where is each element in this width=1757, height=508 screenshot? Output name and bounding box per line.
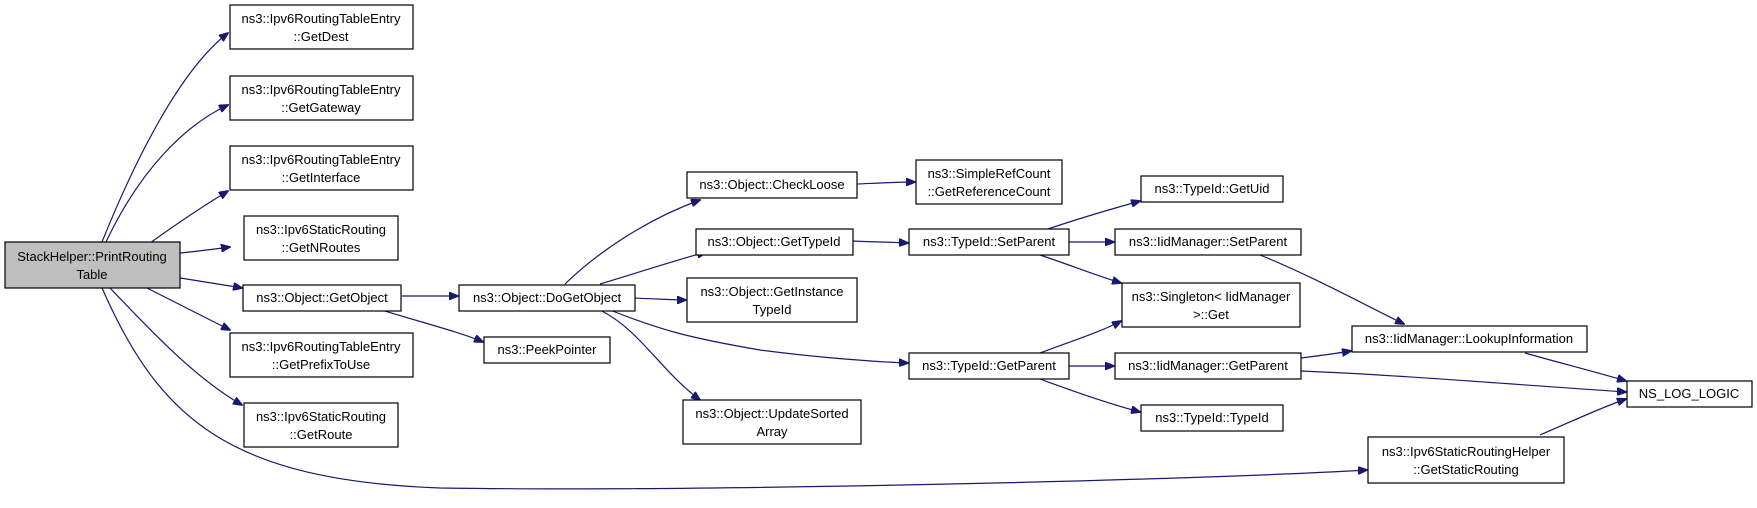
node-label-line1: ns3::Ipv6RoutingTableEntry — [242, 152, 401, 167]
node-label-line2: Array — [756, 424, 788, 439]
edge-dogetobject-objgettypeid — [599, 252, 706, 285]
edge-iidgetparent-lookup — [1300, 351, 1351, 359]
node-label-line1: ns3::Ipv6StaticRoutingHelper — [1382, 444, 1551, 459]
node-label-line1: ns3::Ipv6StaticRouting — [256, 409, 386, 424]
node-label-line1: ns3::Object::GetInstance — [700, 284, 843, 299]
edge-root-getobject — [179, 277, 242, 288]
node-label-line2: ::GetDest — [294, 29, 349, 44]
node-label-line1: ns3::IidManager::SetParent — [1129, 234, 1288, 249]
node-label-line1: ns3::Object::UpdateSorted — [695, 406, 848, 421]
node-label-line2: ::GetNRoutes — [282, 240, 361, 255]
edge-dogetobject-tgetparent — [609, 309, 908, 363]
node-label-line1: ns3::TypeId::GetUid — [1155, 181, 1270, 196]
edge-root-getinterface — [149, 191, 228, 244]
edge-root-getdest — [101, 33, 228, 243]
node-typeid-getparent[interactable]: ns3::TypeId::GetParent — [908, 352, 1070, 380]
node-label-line2: TypeId — [752, 302, 791, 317]
node-label-line1: ns3::Object::CheckLoose — [699, 177, 844, 192]
node-label-line1: ns3::TypeId::TypeId — [1155, 410, 1268, 425]
edge-setparent-singleton — [1039, 254, 1121, 283]
node-label-line1: ns3::Ipv6StaticRouting — [256, 222, 386, 237]
node-getinterface[interactable]: ns3::Ipv6RoutingTableEntry ::GetInterfac… — [229, 145, 414, 191]
node-getprefixtouse[interactable]: ns3::Ipv6RoutingTableEntry ::GetPrefixTo… — [229, 332, 414, 378]
edge-getstaticrouting-nslog — [1539, 399, 1626, 436]
node-lookupinformation[interactable]: ns3::IidManager::LookupInformation — [1351, 325, 1588, 353]
node-label-line2: ::GetStaticRouting — [1413, 462, 1519, 477]
node-label-line1: ns3::Singleton< IidManager — [1132, 289, 1291, 304]
node-getobject[interactable]: ns3::Object::GetObject — [242, 284, 402, 312]
node-peekpointer[interactable]: ns3::PeekPointer — [483, 336, 611, 364]
edge-root-getprefixtouse — [144, 286, 230, 330]
node-label-line2: ::GetPrefixToUse — [272, 357, 370, 372]
node-typeid-setparent[interactable]: ns3::TypeId::SetParent — [908, 228, 1070, 256]
edge-root-getstaticrouting — [101, 287, 1367, 490]
edge-root-getroute — [109, 287, 242, 405]
node-label-line1: ns3::IidManager::GetParent — [1128, 358, 1288, 373]
node-label-line2: Table — [76, 267, 107, 282]
node-label-line1: ns3::SimpleRefCount — [928, 166, 1051, 181]
node-ns-log-logic[interactable]: NS_LOG_LOGIC — [1626, 380, 1753, 408]
node-dogetobject[interactable]: ns3::Object::DoGetObject — [458, 284, 636, 312]
node-label-line2: ::GetInterface — [282, 170, 361, 185]
edge-root-getnroutes — [179, 247, 230, 254]
edge-tgetparent-typeidctor — [1039, 378, 1140, 412]
edge-dogetobject-checkloose — [564, 200, 700, 285]
node-updatesorted-array[interactable]: ns3::Object::UpdateSorted Array — [682, 399, 862, 445]
node-label-line1: ns3::TypeId::SetParent — [923, 234, 1056, 249]
node-label-line1: ns3::Object::GetTypeId — [708, 234, 841, 249]
node-label-line2: ::GetGateway — [281, 100, 361, 115]
node-label-line1: NS_LOG_LOGIC — [1639, 386, 1739, 401]
node-iidmanager-getparent[interactable]: ns3::IidManager::GetParent — [1114, 352, 1302, 380]
edge-dogetobject-updatesorted — [599, 309, 700, 400]
node-label-line2: ::GetRoute — [290, 427, 353, 442]
node-label-line1: ns3::Object::GetObject — [256, 290, 388, 305]
node-printrouting-table[interactable]: StackHelper::PrintRouting Table — [4, 241, 181, 289]
edge-lookup-nslog — [1524, 352, 1626, 381]
node-checkloose[interactable]: ns3::Object::CheckLoose — [686, 171, 858, 199]
edge-iidgetparent-nslog — [1300, 370, 1626, 392]
edge-root-getgateway — [105, 105, 228, 243]
edges — [101, 33, 1626, 490]
node-getnroutes[interactable]: ns3::Ipv6StaticRouting ::GetNRoutes — [243, 215, 399, 261]
node-getgateway[interactable]: ns3::Ipv6RoutingTableEntry ::GetGateway — [229, 75, 414, 121]
node-label-line1: ns3::TypeId::GetParent — [922, 358, 1056, 373]
node-getroute[interactable]: ns3::Ipv6StaticRouting ::GetRoute — [243, 402, 399, 448]
node-typeid-typeid[interactable]: ns3::TypeId::TypeId — [1140, 404, 1284, 432]
node-getstaticrouting[interactable]: ns3::Ipv6StaticRoutingHelper ::GetStatic… — [1367, 436, 1565, 484]
edge-dogetobject-getinstancetypeid — [633, 298, 686, 300]
edge-objgettypeid-setparent — [852, 241, 908, 243]
edge-iidsetparent-lookup — [1259, 254, 1404, 324]
node-object-gettypeid[interactable]: ns3::Object::GetTypeId — [695, 228, 854, 256]
node-typeid-getuid[interactable]: ns3::TypeId::GetUid — [1140, 175, 1284, 203]
node-label-line1: ns3::Ipv6RoutingTableEntry — [242, 82, 401, 97]
node-label-line1: StackHelper::PrintRouting — [17, 249, 167, 264]
node-label-line2: ::GetReferenceCount — [928, 184, 1051, 199]
node-getdest[interactable]: ns3::Ipv6RoutingTableEntry ::GetDest — [229, 4, 414, 50]
node-label-line1: ns3::PeekPointer — [497, 342, 597, 357]
nodes: StackHelper::PrintRouting Table ns3::Ipv… — [4, 4, 1753, 484]
node-label-line1: ns3::IidManager::LookupInformation — [1365, 331, 1573, 346]
node-label-line1: ns3::Object::DoGetObject — [473, 290, 622, 305]
edge-setparent-getuid — [1044, 201, 1140, 231]
edge-checkloose-getrefcount — [856, 182, 915, 184]
node-getreferencecount[interactable]: ns3::SimpleRefCount ::GetReferenceCount — [915, 159, 1063, 205]
edge-getobject-peekpointer — [374, 307, 483, 342]
node-label-line1: ns3::Ipv6RoutingTableEntry — [242, 339, 401, 354]
node-singleton-get[interactable]: ns3::Singleton< IidManager >::Get — [1121, 282, 1301, 328]
node-iidmanager-setparent[interactable]: ns3::IidManager::SetParent — [1114, 228, 1302, 256]
edge-tgetparent-singleton — [1039, 321, 1121, 354]
node-label-line1: ns3::Ipv6RoutingTableEntry — [242, 11, 401, 26]
node-label-line2: >::Get — [1193, 307, 1229, 322]
node-getinstancetypeid[interactable]: ns3::Object::GetInstance TypeId — [686, 277, 858, 323]
